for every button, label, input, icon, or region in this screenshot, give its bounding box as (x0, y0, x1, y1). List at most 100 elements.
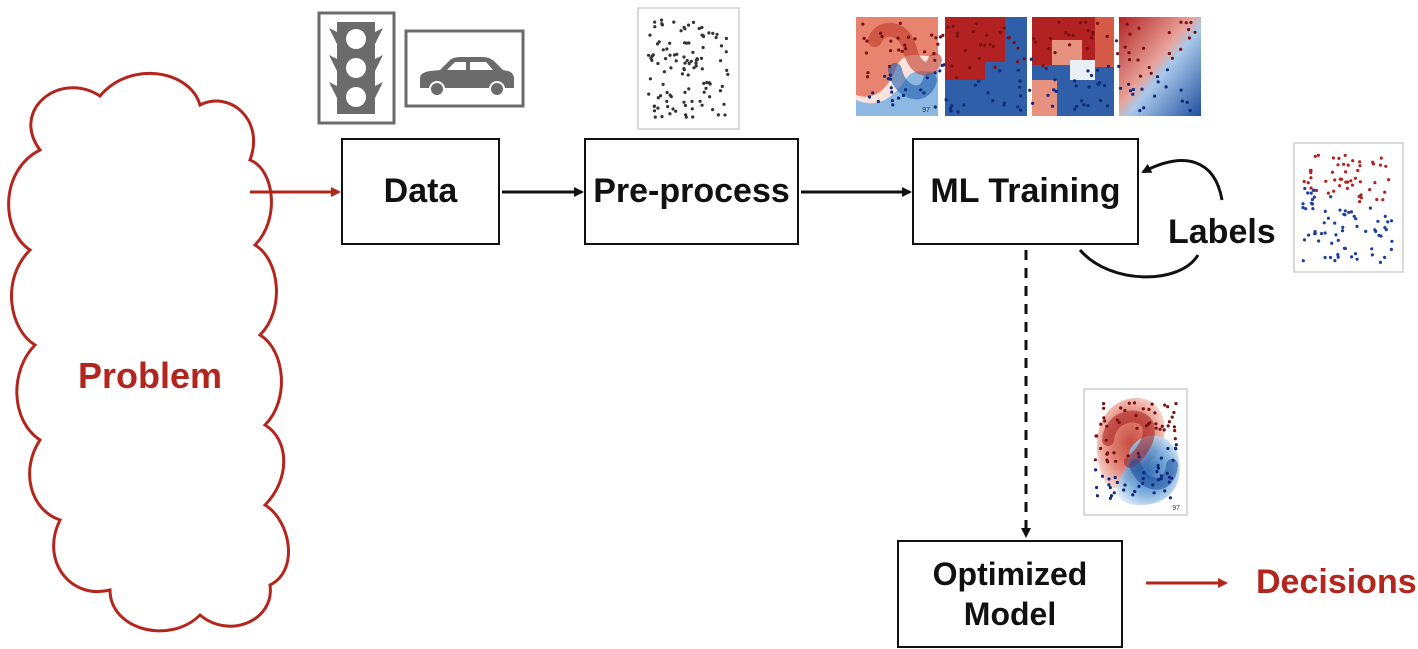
optimized-model-label-line1: Optimized (932, 556, 1088, 592)
scatter-point (1114, 459, 1118, 463)
scatter-point (1323, 209, 1327, 213)
scatter-point (1370, 253, 1374, 257)
scatter-point (1156, 80, 1160, 84)
scatter-point (1103, 419, 1107, 423)
scatter-point (1167, 480, 1171, 484)
scatter-point (679, 29, 683, 33)
scatter-point (671, 107, 675, 111)
scatter-point (1083, 20, 1088, 24)
scatter-point (1141, 46, 1146, 50)
car-icon (404, 29, 525, 108)
scatter-point (1032, 37, 1036, 41)
scatter-point (1336, 163, 1340, 167)
scatter-point (694, 61, 698, 65)
scatter-point (1105, 452, 1109, 456)
scatter-point (919, 88, 923, 92)
scatter-point (1095, 68, 1100, 72)
scatter-point (659, 18, 664, 22)
scatter-point (1153, 411, 1157, 415)
scatter-point (861, 22, 865, 26)
scatter-point (1047, 47, 1051, 51)
scatter-point (901, 93, 906, 98)
scatter-point (1123, 45, 1127, 49)
scatter-point (1386, 220, 1390, 224)
scatter-point (1049, 36, 1053, 41)
scatter-point (1331, 156, 1335, 160)
scatter-point (1074, 84, 1078, 88)
scatter-point (1127, 82, 1131, 86)
scatter-point (1151, 483, 1155, 487)
scatter-point (1340, 177, 1344, 181)
scatter-point (1344, 170, 1348, 174)
optimized-model-node: Optimized Model (897, 540, 1123, 648)
scatter-point (1170, 415, 1174, 419)
scatter-point (1383, 214, 1387, 218)
scatter-point (1098, 81, 1102, 85)
scatter-point (1359, 193, 1363, 197)
scatter-point (1098, 98, 1103, 103)
scatter-point (1137, 26, 1141, 30)
scatter-point (1371, 162, 1376, 166)
scatter-point (883, 74, 887, 78)
scatter-point (1164, 85, 1168, 89)
scatter-point (1159, 456, 1163, 460)
scatter-point (702, 90, 706, 94)
scatter-point (1301, 206, 1305, 210)
scatter-point (1343, 246, 1347, 251)
scatter-point (1342, 162, 1346, 166)
scatter-point (1336, 255, 1340, 259)
scatter-point (889, 39, 893, 43)
scatter-point (1352, 214, 1356, 218)
scatter-point (1156, 466, 1160, 470)
scatter-point (1141, 407, 1145, 411)
scatter-point (1349, 210, 1354, 214)
scatter-point (1064, 31, 1068, 35)
scatter-point (1308, 168, 1313, 173)
scatter-point (1172, 410, 1176, 415)
scatter-point (891, 103, 895, 107)
scatter-point (1167, 30, 1171, 35)
scatter-point (674, 59, 678, 63)
scatter-point (904, 47, 908, 51)
scatter-point (1341, 225, 1345, 229)
scatter-point (683, 103, 688, 108)
scatter-point (1312, 195, 1316, 199)
data-node-label: Data (383, 172, 458, 210)
scatter-point (972, 29, 976, 33)
scatter-point (653, 25, 657, 29)
scatter-point (1319, 232, 1324, 236)
scatter-point (1016, 46, 1020, 50)
scatter-point (701, 34, 706, 39)
scatter-point (1356, 168, 1360, 173)
scatter-point (1117, 64, 1121, 68)
scatter-point (700, 67, 704, 71)
scatter-point (1383, 255, 1387, 259)
scatter-point (946, 25, 950, 29)
scatter-point (1302, 179, 1306, 184)
scatter-point (1350, 183, 1354, 187)
scatter-point (1100, 474, 1105, 478)
scatter-point (865, 39, 869, 43)
scatter-point (1165, 68, 1169, 72)
scatter-point (652, 104, 656, 108)
scatter-point (656, 96, 660, 100)
scatter-point (1311, 188, 1315, 192)
scatter-point (661, 82, 665, 86)
scatter-point (1350, 255, 1354, 259)
scatter-point (653, 115, 657, 119)
scatter-point (668, 112, 672, 116)
scatter-point (977, 79, 981, 83)
preprocess-node-label: Pre-process (593, 172, 790, 210)
scatter-point (1156, 478, 1160, 482)
scatter-point (1368, 206, 1372, 210)
scatter-point (1108, 486, 1112, 490)
scatter-point (1338, 208, 1342, 212)
scatter-point (1031, 101, 1035, 105)
scatter-point (1390, 239, 1394, 243)
scatter-point (962, 103, 966, 107)
scatter-point (1316, 153, 1320, 157)
scatter-point (1095, 494, 1100, 498)
scatter-point (1053, 78, 1057, 82)
scatter-point (1307, 233, 1311, 237)
scatter-point (1075, 104, 1079, 109)
